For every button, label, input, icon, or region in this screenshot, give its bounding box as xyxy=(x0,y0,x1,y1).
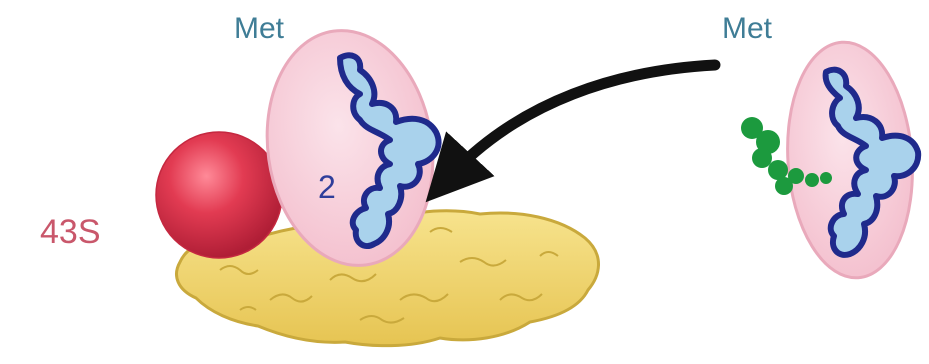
met-label-left: Met xyxy=(234,12,285,45)
factor-number-label: 2 xyxy=(318,169,336,205)
red-initiation-factor xyxy=(156,132,282,258)
complex-label-43s: 43S xyxy=(40,213,101,251)
transfer-arrow xyxy=(448,65,715,178)
met-label-right: Met xyxy=(722,12,773,45)
